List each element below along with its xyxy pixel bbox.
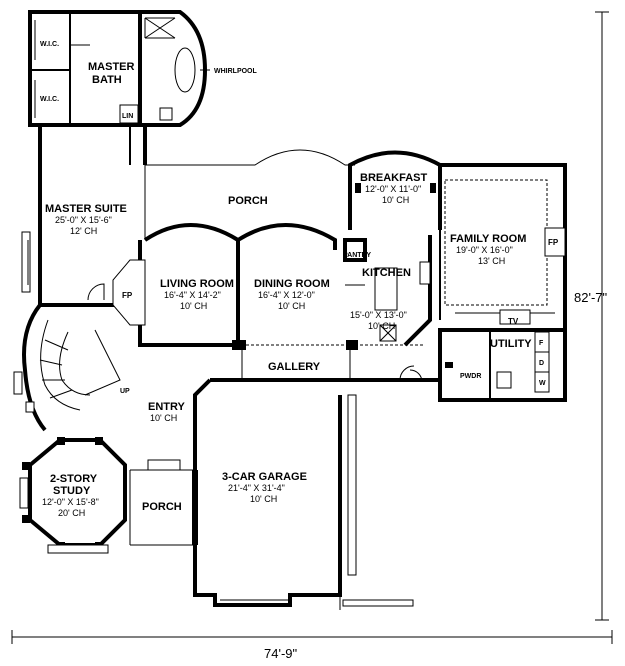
family-fireplace-label: FP xyxy=(548,238,559,247)
garage-walls xyxy=(193,378,414,610)
dining-room-walls xyxy=(246,340,425,350)
wic-bottom-label: W.I.C. xyxy=(40,96,59,103)
utility-label: UTILITY xyxy=(490,338,532,350)
breakfast-size: 12'-0" X 11'-0" xyxy=(365,184,421,194)
dining-room-name: DINING ROOM xyxy=(254,278,330,290)
study-walls xyxy=(19,437,127,554)
family-room-walls xyxy=(440,163,567,345)
master-suite-ceiling: 12' CH xyxy=(70,226,97,236)
dining-room-size: 16'-4" X 12'-0" xyxy=(258,290,315,300)
stair-up-label: UP xyxy=(120,388,130,395)
study-size: 12'-0" X 15'-8" xyxy=(42,497,99,507)
front-porch-label: PORCH xyxy=(142,501,182,513)
master-bath-label-1: MASTER xyxy=(88,61,135,73)
overall-depth-label: 82'-7" xyxy=(574,290,608,305)
study-ceiling: 20' CH xyxy=(58,508,85,518)
study-name-1: 2-STORY xyxy=(50,473,98,485)
powder-label: PWDR xyxy=(460,373,481,380)
gallery-label: GALLERY xyxy=(268,361,321,373)
master-bath-walls xyxy=(28,10,210,127)
utility-walls xyxy=(409,328,567,402)
living-room-ceiling: 10' CH xyxy=(180,301,207,311)
family-room-size: 19'-0" X 16'-0" xyxy=(456,245,513,255)
pantry-label: PANTRY xyxy=(343,252,371,259)
gallery-walls xyxy=(210,345,440,382)
whirlpool-label: WHIRLPOOL xyxy=(214,68,257,75)
entry-name: ENTRY xyxy=(148,401,186,413)
wic-top-label: W.I.C. xyxy=(40,41,59,48)
study-name-2: STUDY xyxy=(53,485,91,497)
master-bath-label-2: BATH xyxy=(92,74,122,86)
entry-stair xyxy=(13,303,121,432)
family-room-name: FAMILY ROOM xyxy=(450,233,526,245)
dryer-label: D xyxy=(539,360,544,367)
living-room-size: 16'-4" X 14'-2" xyxy=(164,290,221,300)
rear-porch-label: PORCH xyxy=(228,195,268,207)
kitchen-ceiling: 10' CH xyxy=(368,321,395,331)
kitchen-walls xyxy=(343,230,441,347)
breakfast-ceiling: 10' CH xyxy=(382,195,409,205)
living-fireplace-label: FP xyxy=(122,291,133,300)
breakfast-walls xyxy=(348,150,442,230)
overall-width-label: 74'-9" xyxy=(264,646,298,661)
master-suite-size: 25'-0" X 15'-6" xyxy=(55,215,112,225)
kitchen-name: KITCHEN xyxy=(362,267,411,279)
living-room-name: LIVING ROOM xyxy=(160,278,234,290)
living-room-walls xyxy=(112,240,246,350)
rear-porch-outline xyxy=(143,149,355,250)
linen-label: LIN xyxy=(122,113,133,120)
freezer-label: F xyxy=(539,340,544,347)
garage-ceiling: 10' CH xyxy=(250,494,277,504)
breakfast-name: BREAKFAST xyxy=(360,172,428,184)
washer-label: W xyxy=(539,380,546,387)
dining-room-ceiling: 10' CH xyxy=(278,301,305,311)
family-room-ceiling: 13' CH xyxy=(478,256,505,266)
dimension-lines xyxy=(11,11,613,644)
garage-size: 21'-4" X 31'-4" xyxy=(228,483,285,493)
tv-label: TV xyxy=(508,317,519,326)
garage-name: 3-CAR GARAGE xyxy=(222,471,307,483)
entry-ceiling: 10' CH xyxy=(150,413,177,423)
master-suite-name: MASTER SUITE xyxy=(45,203,127,215)
kitchen-size: 15'-0" X 13'-0" xyxy=(350,310,407,320)
